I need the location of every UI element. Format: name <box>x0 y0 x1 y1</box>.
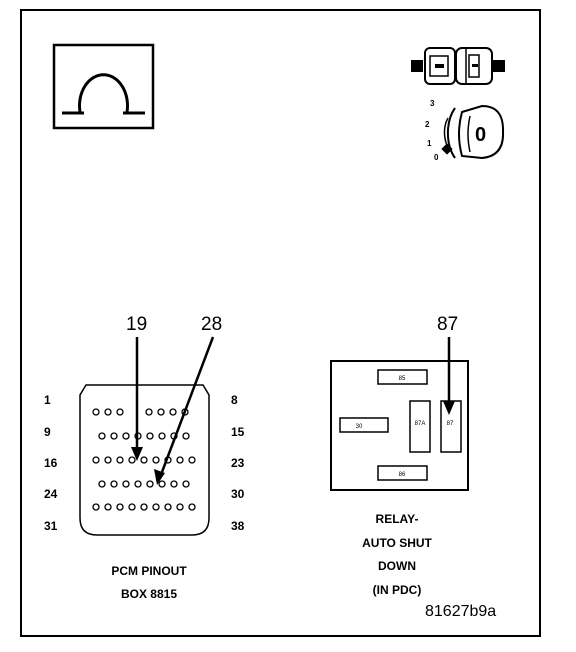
pcm-callout-19: 19 <box>126 314 147 335</box>
ignition-key-label: 0 <box>475 124 486 146</box>
pcm-pin <box>176 456 184 464</box>
pcm-pin-grid <box>92 408 196 511</box>
pcm-pin <box>182 432 190 440</box>
pcm-pin <box>92 456 100 464</box>
pcm-row-label-left-3: 16 <box>44 456 58 470</box>
pcm-pointer-arrow-28 <box>154 336 215 485</box>
pcm-pin <box>170 480 178 488</box>
pcm-pin <box>128 503 136 511</box>
pcm-pin <box>140 503 148 511</box>
relay-terminal-86-label: 86 <box>399 472 406 478</box>
ignition-key-icon: 0 3 2 1 0 <box>425 99 505 162</box>
relay-terminal-87a <box>409 400 431 453</box>
pcm-pin <box>152 456 160 464</box>
pcm-pin <box>122 480 130 488</box>
pcm-pin <box>176 503 184 511</box>
pcm-pin <box>146 480 154 488</box>
pcm-pin <box>169 408 177 416</box>
pcm-row-label-right-1: 8 <box>231 393 238 407</box>
pcm-pin <box>188 503 196 511</box>
pcm-caption-line1: PCM PINOUT <box>111 564 187 578</box>
pcm-pin <box>122 432 130 440</box>
pcm-row-label-left-2: 9 <box>44 425 51 439</box>
pcm-pin <box>134 480 142 488</box>
relay-caption-line2: AUTO SHUT <box>362 536 432 550</box>
figure-id: 81627b9a <box>425 603 496 620</box>
pcm-row-label-right-4: 30 <box>231 487 245 501</box>
pcm-caption-line2: BOX 8815 <box>121 587 177 601</box>
relay-callout-87: 87 <box>437 314 458 335</box>
pcm-pin <box>152 503 160 511</box>
relay-terminal-30 <box>339 417 389 433</box>
pcm-pin <box>116 408 124 416</box>
pcm-pin <box>182 480 190 488</box>
pcm-row-label-right-3: 23 <box>231 456 245 470</box>
pcm-pin <box>98 432 106 440</box>
ignition-position-2: 2 <box>425 120 430 129</box>
pcm-row-label-left-5: 31 <box>44 519 58 533</box>
relay-caption-line3: DOWN <box>378 559 416 573</box>
pcm-pin <box>145 408 153 416</box>
relay-terminal-87-label: 87 <box>447 421 454 427</box>
pcm-pin <box>188 456 196 464</box>
relay-terminal-85-label: 85 <box>399 376 406 382</box>
pcm-pin <box>146 432 154 440</box>
pcm-row-label-left-4: 24 <box>44 487 58 501</box>
pcm-pin <box>116 503 124 511</box>
pcm-pin <box>128 456 136 464</box>
figure-frame <box>20 9 541 637</box>
ohmmeter-icon <box>52 43 155 130</box>
pcm-pin <box>110 432 118 440</box>
ignition-position-0: 0 <box>434 153 439 162</box>
pcm-pin <box>158 480 166 488</box>
ignition-position-3: 3 <box>430 99 435 108</box>
relay-pointer-arrow-87 <box>443 337 455 415</box>
pcm-pin <box>92 408 100 416</box>
pcm-row-label-right-5: 38 <box>231 519 245 533</box>
pcm-pin <box>110 480 118 488</box>
relay-terminal-85 <box>377 369 428 385</box>
relay-caption-line1: RELAY- <box>376 512 419 526</box>
pcm-pin <box>104 503 112 511</box>
pcm-pin <box>140 456 148 464</box>
pcm-row-label-right-2: 15 <box>231 425 245 439</box>
pcm-row-label-left-1: 1 <box>44 393 51 407</box>
relay-terminal-30-label: 30 <box>356 424 363 430</box>
pcm-pin <box>164 503 172 511</box>
pcm-pin <box>104 408 112 416</box>
pcm-pin <box>98 480 106 488</box>
ignition-position-1: 1 <box>427 139 432 148</box>
relay-terminal-87a-label: 87A <box>415 421 426 427</box>
pcm-callout-28: 28 <box>201 314 222 335</box>
pcm-connector <box>79 384 210 536</box>
pcm-pin <box>116 456 124 464</box>
relay-terminal-86 <box>377 465 428 481</box>
pcm-pointer-arrow-19 <box>131 337 143 461</box>
pcm-pin <box>92 503 100 511</box>
relay-caption-line4: (IN PDC) <box>373 583 422 597</box>
pcm-pin <box>158 432 166 440</box>
relay-body <box>330 360 469 491</box>
connector-icon <box>411 47 505 85</box>
pcm-pin <box>157 408 165 416</box>
pcm-pin <box>104 456 112 464</box>
